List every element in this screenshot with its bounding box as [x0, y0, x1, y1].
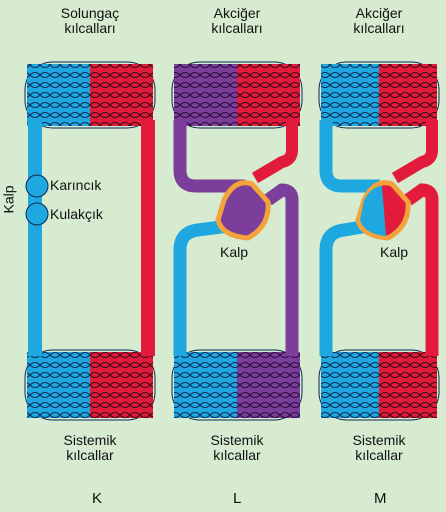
ventricle-label: Karıncık	[50, 178, 101, 193]
panel-m	[319, 62, 439, 420]
panel-m-letter: M	[374, 490, 387, 507]
heart-label: Kalp	[2, 185, 17, 215]
label-line: Sistemik	[40, 433, 140, 448]
vein-left	[28, 120, 42, 356]
label-line: kılcallar	[329, 448, 429, 463]
panel-k	[25, 62, 155, 420]
panel-m-bottom-label: Sistemik kılcallar	[329, 433, 429, 463]
label-line: Sistemik	[329, 433, 429, 448]
panel-l-bottom-label: Sistemik kılcallar	[187, 433, 287, 463]
heart-label: Kalp	[380, 245, 408, 260]
atrium	[26, 203, 48, 225]
panel-m-top-label: Akciğer kılcalları	[329, 6, 429, 36]
panel-l-top-label: Akciğer kılcalları	[187, 6, 287, 36]
ventricle	[26, 175, 48, 197]
panel-l-letter: L	[233, 490, 241, 507]
label-line: Akciğer	[187, 6, 287, 21]
label-line: kılcalları	[40, 21, 140, 36]
label-line: kılcallar	[187, 448, 287, 463]
panel-k-letter: K	[92, 490, 102, 507]
label-line: Solungaç	[40, 6, 140, 21]
heart-label: Kalp	[220, 245, 248, 260]
artery-right	[141, 120, 155, 356]
label-line: kılcallar	[40, 448, 140, 463]
panel-l	[172, 62, 302, 420]
label-line: kılcalları	[187, 21, 287, 36]
atrium-label: Kulakçık	[50, 207, 103, 222]
panel-k-top-label: Solungaç kılcalları	[40, 6, 140, 36]
label-line: kılcalları	[329, 21, 429, 36]
label-line: Sistemik	[187, 433, 287, 448]
label-line: Akciğer	[329, 6, 429, 21]
panel-k-bottom-label: Sistemik kılcallar	[40, 433, 140, 463]
